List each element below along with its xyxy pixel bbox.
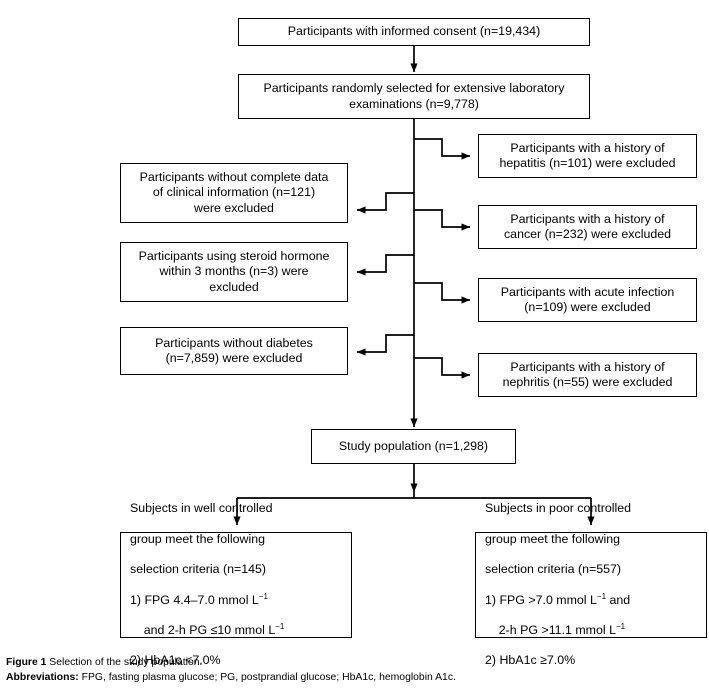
pc-line-2: group meet the following	[485, 531, 621, 546]
figure-caption-line: Figure 1 Selection of the study populati…	[6, 655, 703, 670]
wc-line-5-main: and 2-h PG ≤10 mmol L	[130, 623, 276, 638]
pc-line-4: 1) FPG >7.0 mmol L−1 and	[485, 591, 706, 608]
node-study-population: Study population (n=1,298)	[311, 429, 516, 464]
wc-line-5: and 2-h PG ≤10 mmol L−1	[130, 621, 351, 638]
figure-abbreviations-text: FPG, fasting plasma glucose; PG, postpra…	[78, 672, 456, 683]
node-excluded-hepatitis-text: Participants with a history of hepatitis…	[499, 140, 676, 170]
pc-line-4-sup: −1	[596, 591, 607, 601]
pc-line-6: 2) HbA1c ≥7.0%	[485, 653, 576, 668]
node-excluded-cancer: Participants with a history of cancer (n…	[478, 205, 697, 249]
pc-line-4-tail: and	[606, 592, 631, 607]
node-excluded-clinical-data: Participants without complete data of cl…	[120, 163, 348, 223]
node-randomly-selected: Participants randomly selected for exten…	[238, 74, 590, 119]
pc-line-5-main: 2-h PG >11.1 mmol L	[485, 623, 616, 638]
wc-line-4-sup: −1	[258, 591, 268, 601]
wc-line-3: selection criteria (n=145)	[130, 562, 267, 577]
node-informed-consent: Participants with informed consent (n=19…	[238, 18, 590, 46]
node-poor-controlled-group: Subjects in poor controlled group meet t…	[475, 501, 707, 667]
wc-line-4: 1) FPG 4.4–7.0 mmol L−1	[130, 591, 351, 608]
wc-line-6: 2) HbA1c <7.0%	[130, 653, 221, 668]
node-excluded-nephritis-text: Participants with a history of nephritis…	[502, 359, 673, 389]
node-excluded-steroid-hormone-text: Participants using steroid hormone withi…	[138, 249, 330, 294]
node-poor-controlled-group-text: Subjects in poor controlled group meet t…	[476, 486, 706, 684]
figure-caption-label: Figure 1	[6, 657, 47, 668]
flow-connectors	[233, 46, 595, 525]
pc-line-4-main: 1) FPG >7.0 mmol L	[485, 592, 597, 607]
node-excluded-steroid-hormone: Participants using steroid hormone withi…	[120, 242, 348, 302]
node-excluded-without-diabetes: Participants without diabetes (n=7,859) …	[120, 327, 348, 375]
pc-line-5: 2-h PG >11.1 mmol L−1	[485, 621, 706, 638]
pc-line-1: Subjects in poor controlled	[485, 501, 632, 516]
node-informed-consent-text: Participants with informed consent (n=19…	[287, 24, 541, 39]
wc-line-1: Subjects in well controlled	[130, 501, 273, 516]
figure-abbreviations-label: Abbreviations:	[6, 672, 79, 683]
wc-line-4-main: 1) FPG 4.4–7.0 mmol L	[130, 592, 259, 607]
node-excluded-clinical-data-text: Participants without complete data of cl…	[139, 170, 329, 215]
node-excluded-nephritis: Participants with a history of nephritis…	[478, 353, 697, 397]
pc-line-3: selection criteria (n=557)	[485, 562, 622, 577]
wc-line-2: group meet the following	[130, 531, 266, 546]
node-randomly-selected-text: Participants randomly selected for exten…	[263, 81, 565, 111]
node-study-population-text: Study population (n=1,298)	[338, 438, 489, 453]
node-excluded-acute-infection-text: Participants with acute infection (n=109…	[500, 284, 675, 314]
node-well-controlled-group-text: Subjects in well controlled group meet t…	[121, 486, 351, 684]
node-excluded-cancer-text: Participants with a history of cancer (n…	[503, 211, 672, 241]
figure-caption: Figure 1 Selection of the study populati…	[6, 655, 703, 685]
node-excluded-without-diabetes-text: Participants without diabetes (n=7,859) …	[155, 335, 313, 365]
figure-abbreviations-line: Abbreviations: FPG, fasting plasma gluco…	[6, 670, 703, 685]
node-excluded-acute-infection: Participants with acute infection (n=109…	[478, 278, 697, 322]
figure-caption-text: Selection of the study population.	[46, 657, 203, 668]
node-well-controlled-group: Subjects in well controlled group meet t…	[120, 501, 352, 667]
wc-line-5-sup: −1	[275, 621, 285, 631]
pc-line-5-sup: −1	[615, 621, 626, 631]
node-excluded-hepatitis: Participants with a history of hepatitis…	[478, 134, 697, 178]
